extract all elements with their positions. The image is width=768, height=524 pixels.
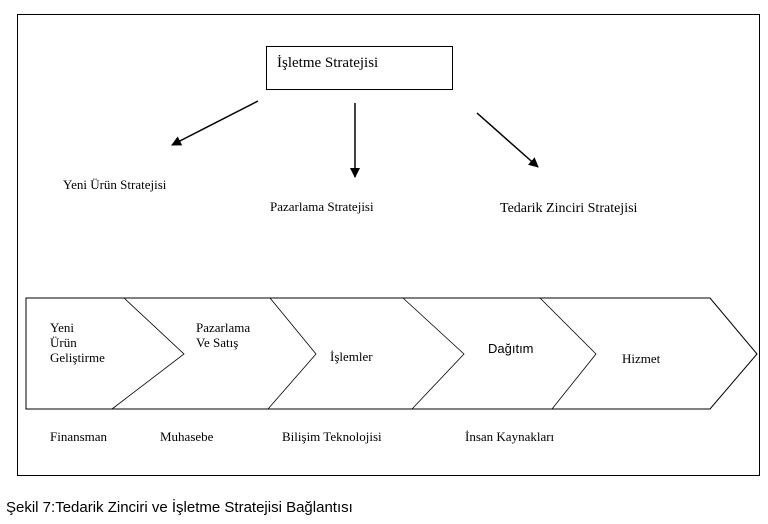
chain-step-yeni-urun-gelistirme: Yeni Ürün Geliştirme [50, 320, 105, 365]
yeni-urun-stratejisi-label: Yeni Ürün Stratejisi [63, 177, 167, 192]
chain-step-text: Dağıtım [488, 341, 534, 356]
arrow-to-tedarik [476, 112, 539, 168]
chevron-divider-1 [111, 297, 185, 410]
diagram-frame [17, 14, 760, 476]
chevron-divider-3 [402, 297, 465, 410]
chain-step-islemler: İşlemler [330, 349, 373, 364]
figure-caption: Şekil 7:Tedarik Zinciri ve İşletme Strat… [6, 499, 353, 516]
chain-step-text: Geliştirme [50, 350, 105, 365]
chevron-divider-2 [267, 297, 317, 410]
support-finansman: Finansman [50, 429, 108, 444]
support-insan-kaynaklari: İnsan Kaynakları [465, 429, 555, 444]
chain-step-text: Ürün [50, 335, 77, 350]
isletme-stratejisi-box: İşletme Stratejisi [266, 46, 453, 90]
chain-step-text: Ve Satış [196, 335, 239, 350]
chain-outline [25, 297, 758, 410]
chevron-divider-4 [539, 297, 597, 410]
isletme-stratejisi-label: İşletme Stratejisi [277, 55, 379, 71]
chain-step-hizmet: Hizmet [622, 351, 660, 366]
chain-step-text: Pazarlama [196, 320, 251, 335]
tedarik-zinciri-stratejisi-label: Tedarik Zinciri Stratejisi [500, 201, 638, 216]
support-bilisim-teknolojisi: Bilişim Teknolojisi [282, 429, 382, 444]
chain-step-text: İşlemler [330, 349, 373, 364]
arrow-to-yeni-urun [171, 100, 259, 146]
chain-step-text: Yeni [50, 320, 74, 335]
chain-step-pazarlama-ve-satis: Pazarlama Ve Satış [196, 320, 250, 350]
support-muhasebe: Muhasebe [160, 429, 214, 444]
chain-step-text: Hizmet [622, 351, 661, 366]
pazarlama-stratejisi-label: Pazarlama Stratejisi [270, 199, 374, 214]
chain-step-dagitim: Dağıtım [488, 341, 534, 356]
